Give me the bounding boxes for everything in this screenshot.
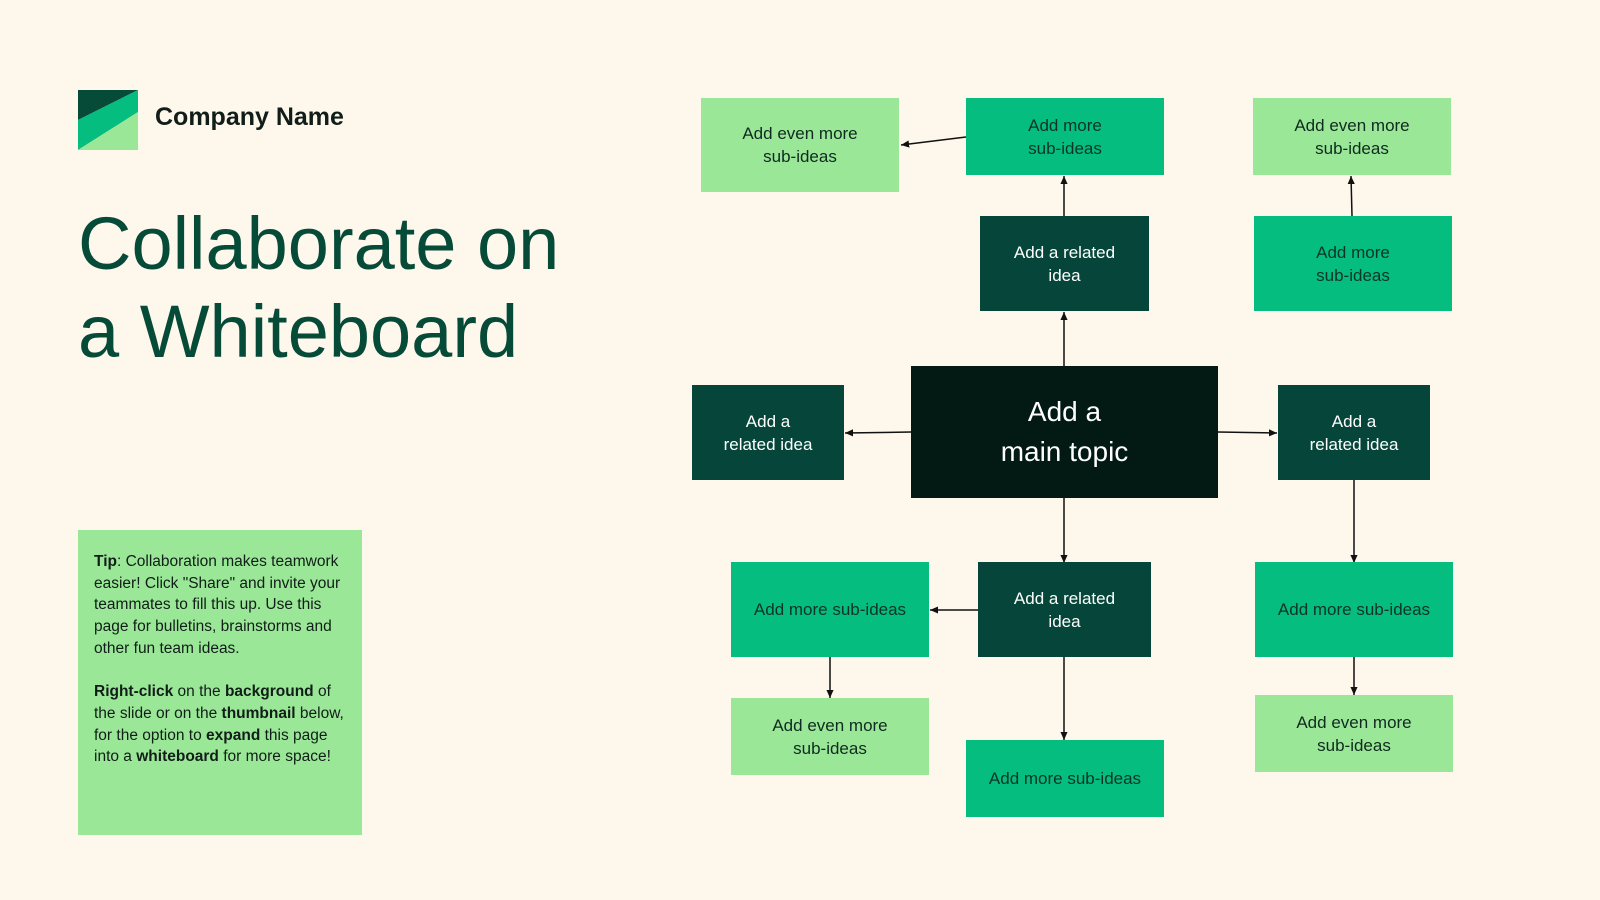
main-topic-label: Add a main topic	[1000, 396, 1129, 467]
topright-even-more-node[interactable]: Add even more sub-ideas	[1253, 98, 1451, 175]
bottom-related-idea-node[interactable]: Add a related idea	[978, 562, 1151, 657]
right-sub-ideas-label: Add more sub-ideas	[1277, 600, 1431, 619]
right-related-idea-label: Add a related idea	[1309, 411, 1399, 454]
top-even-more-label: Add even more sub-ideas	[742, 124, 858, 166]
connector-topright-sub-to-topright-even	[1347, 175, 1355, 217]
slide-title-line-1: Collaborate on	[78, 202, 560, 285]
slide-title-line-2: a Whiteboard	[78, 290, 519, 373]
company-name: Company Name	[155, 103, 344, 131]
right-even-more-node[interactable]: Add even more sub-ideas	[1255, 695, 1453, 772]
tip-box: Tip: Collaboration makes teamwork easier…	[78, 530, 362, 835]
top-even-more-node[interactable]: Add even more sub-ideas	[701, 98, 899, 192]
connector-main-to-left-related	[844, 429, 912, 437]
main-topic-node[interactable]: Add a main topic	[911, 366, 1218, 498]
bottomleft-even-more-node[interactable]: Add even more sub-ideas	[731, 698, 929, 775]
left-related-idea-node[interactable]: Add a related idea	[692, 385, 844, 480]
company-logo-icon	[78, 90, 138, 150]
tip-paragraph-2: Right-click on the background of the sli…	[94, 683, 344, 766]
top-sub-ideas-node[interactable]: Add more sub-ideas	[966, 98, 1164, 175]
bottomleft-even-more-label: Add even more sub-ideas	[772, 715, 888, 758]
top-related-idea-node[interactable]: Add a related idea	[980, 216, 1149, 311]
tip-paragraph-1: Tip: Collaboration makes teamwork easier…	[94, 553, 341, 657]
topright-sub-ideas-label: Add more sub-ideas	[1316, 242, 1390, 285]
bottom-sub-ideas-node[interactable]: Add more sub-ideas	[966, 740, 1164, 817]
bottomleft-sub-ideas-label: Add more sub-ideas	[753, 600, 907, 619]
connector-top-sub-to-top-even	[900, 136, 967, 148]
bottom-sub-ideas-label: Add more sub-ideas	[988, 769, 1142, 788]
left-related-idea-label: Add a related idea	[723, 411, 813, 454]
right-related-idea-node[interactable]: Add a related idea	[1278, 385, 1430, 480]
slide-title: Collaborate on a Whiteboard	[78, 200, 638, 376]
top-related-idea-label: Add a related idea	[1013, 242, 1116, 285]
bottomleft-sub-ideas-node[interactable]: Add more sub-ideas	[731, 562, 929, 657]
top-sub-ideas-label: Add more sub-ideas	[1028, 115, 1102, 158]
topright-sub-ideas-node[interactable]: Add more sub-ideas	[1254, 216, 1452, 311]
connector-main-to-right-related	[1217, 429, 1278, 437]
right-even-more-label: Add even more sub-ideas	[1296, 712, 1412, 755]
right-sub-ideas-node[interactable]: Add more sub-ideas	[1255, 562, 1453, 657]
topright-even-more-label: Add even more sub-ideas	[1294, 115, 1410, 158]
bottom-related-idea-label: Add a related idea	[1013, 588, 1116, 631]
